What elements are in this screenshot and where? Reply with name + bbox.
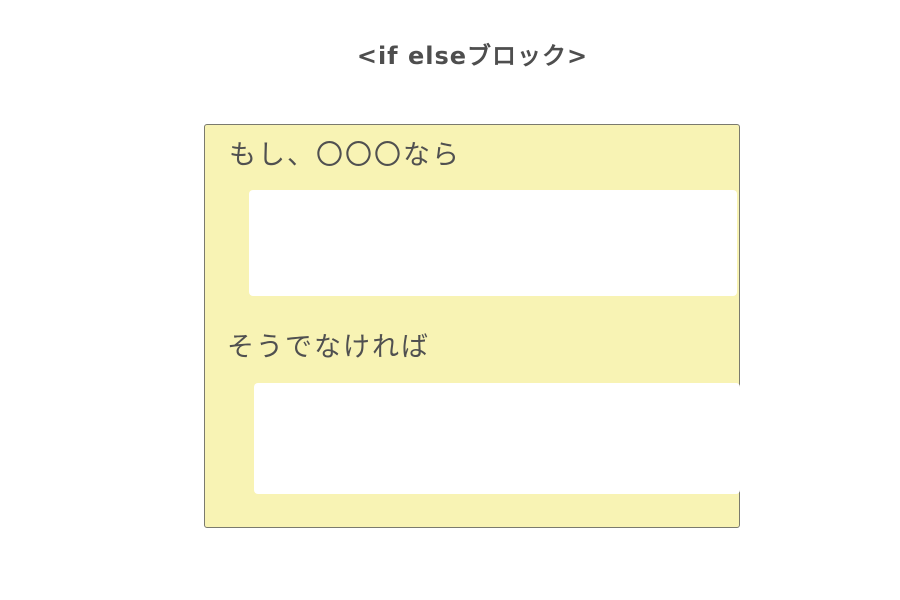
if-body-slot (249, 190, 737, 296)
else-label: そうでなければ (227, 332, 430, 363)
else-body-slot (254, 383, 740, 494)
if-condition-label: もし、〇〇〇なら (229, 140, 461, 171)
if-else-block: もし、〇〇〇なら そうでなければ (204, 124, 740, 528)
diagram-title: <if elseブロック> (356, 42, 589, 70)
